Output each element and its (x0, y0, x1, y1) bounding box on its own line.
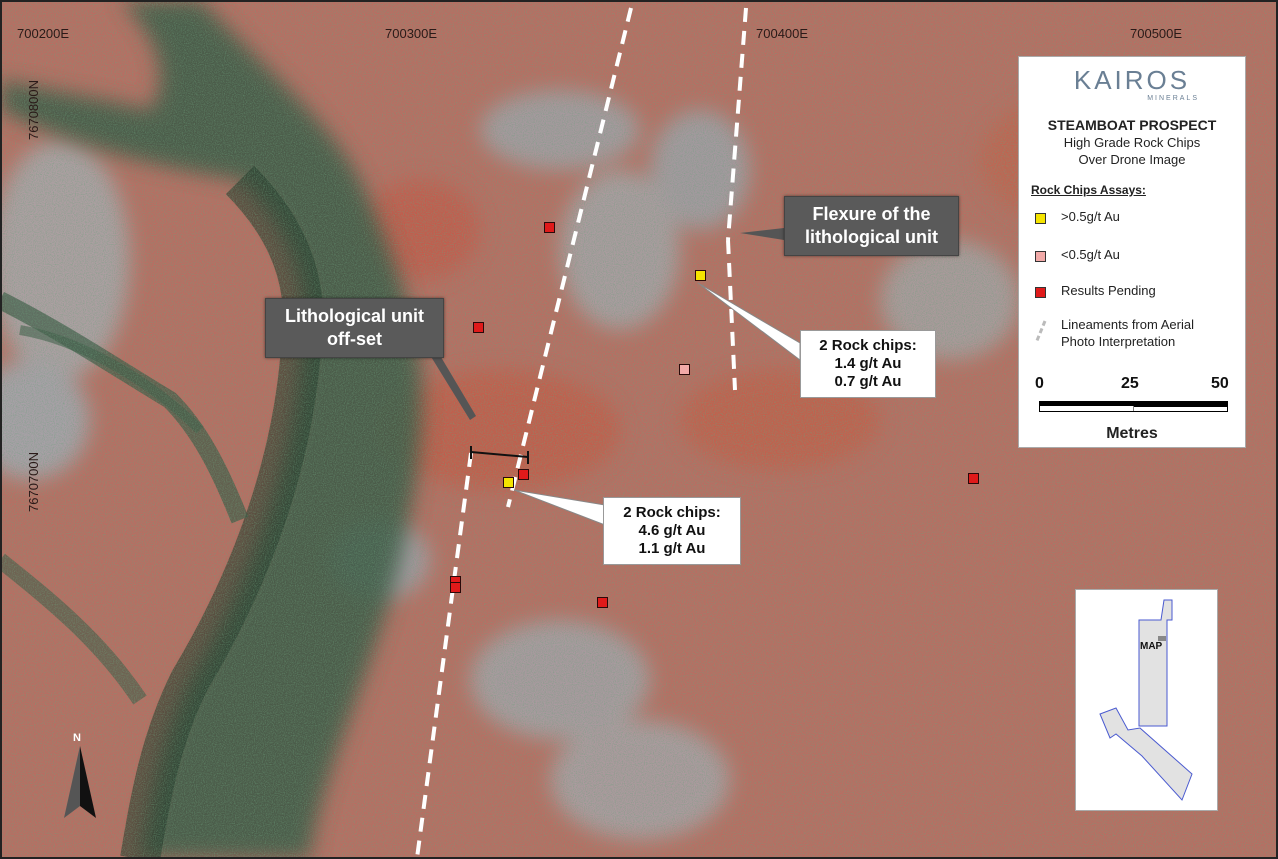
sample-pending[interactable] (597, 597, 608, 608)
legend-subtitle: Over Drone Image (1078, 152, 1186, 167)
callout-value: 1.1 g/t Au (638, 540, 706, 557)
callout-offset-line1: Lithological unit (285, 306, 424, 326)
sample-pending[interactable] (450, 582, 461, 593)
easting-label: 700200E (17, 26, 70, 41)
callout-value: 4.6 g/t Au (638, 522, 706, 539)
legend-swatch-red (1035, 287, 1046, 298)
callout-value: 1.4 g/t Au (834, 355, 902, 372)
legend-item-label: Lineaments from Aerial (1061, 317, 1194, 332)
northing-label: 7670800N (26, 80, 41, 140)
sample-pending[interactable] (473, 322, 484, 333)
scale-tick-label: 25 (1121, 375, 1139, 392)
sample-high-grade[interactable] (503, 477, 514, 488)
lineament-2 (726, 7, 748, 241)
legend-swatch-pink (1035, 251, 1046, 262)
legend-assays-heading: Rock Chips Assays: (1031, 183, 1146, 197)
sample-pending[interactable] (968, 473, 979, 484)
inset-tenement-outline (1099, 599, 1193, 801)
scale-bar (1039, 401, 1228, 412)
easting-label: 700300E (385, 26, 438, 41)
legend-subtitle: High Grade Rock Chips (1063, 135, 1201, 150)
kairos-logo-subtext: MINERALS (1147, 95, 1199, 102)
kairos-logo: KAIROS (1073, 65, 1191, 95)
sample-pending[interactable] (518, 469, 529, 480)
legend-title: STEAMBOAT PROSPECT (1047, 117, 1217, 133)
lineament-3 (726, 239, 737, 391)
legend-swatch-yellow (1035, 213, 1046, 224)
inset-map-label: MAP (1140, 641, 1163, 652)
sample-pending[interactable] (544, 222, 555, 233)
legend-item-label: Photo Interpretation (1061, 334, 1176, 349)
easting-label: 700400E (756, 26, 809, 41)
callout-offset: Lithological unit off-set (265, 298, 444, 358)
lineament-1 (506, 7, 633, 508)
callout-flexure: Flexure of the lithological unit (784, 196, 959, 256)
scale-unit: Metres (1106, 425, 1158, 442)
callout-rock-chips-bottom: 2 Rock chips: 4.6 g/t Au 1.1 g/t Au (603, 497, 741, 565)
easting-label: 700500E (1130, 26, 1183, 41)
map-legend: KAIROS MINERALS STEAMBOAT PROSPECT High … (1018, 56, 1246, 448)
callout-title: 2 Rock chips: (623, 504, 721, 521)
scale-tick-label: 50 (1211, 375, 1229, 392)
callout-value: 0.7 g/t Au (834, 373, 902, 390)
legend-lineament-symbol (1034, 320, 1047, 344)
northing-label: 7670700N (26, 452, 41, 512)
callout-rock-chips-top: 2 Rock chips: 1.4 g/t Au 0.7 g/t Au (800, 330, 936, 398)
north-label: N (73, 732, 81, 744)
scale-tick-label: 0 (1035, 375, 1044, 392)
callout-flexure-text: Flexure of the lithological unit (805, 204, 938, 247)
inset-locator-map: MAP (1075, 589, 1218, 811)
sample-high-grade[interactable] (695, 270, 706, 281)
sample-low-grade[interactable] (679, 364, 690, 375)
legend-item-label: >0.5g/t Au (1061, 209, 1120, 224)
callout-offset-line2: off-set (327, 329, 382, 349)
callout-title: 2 Rock chips: (819, 337, 917, 354)
legend-item-label: <0.5g/t Au (1061, 247, 1120, 262)
legend-item-label: Results Pending (1061, 283, 1156, 298)
